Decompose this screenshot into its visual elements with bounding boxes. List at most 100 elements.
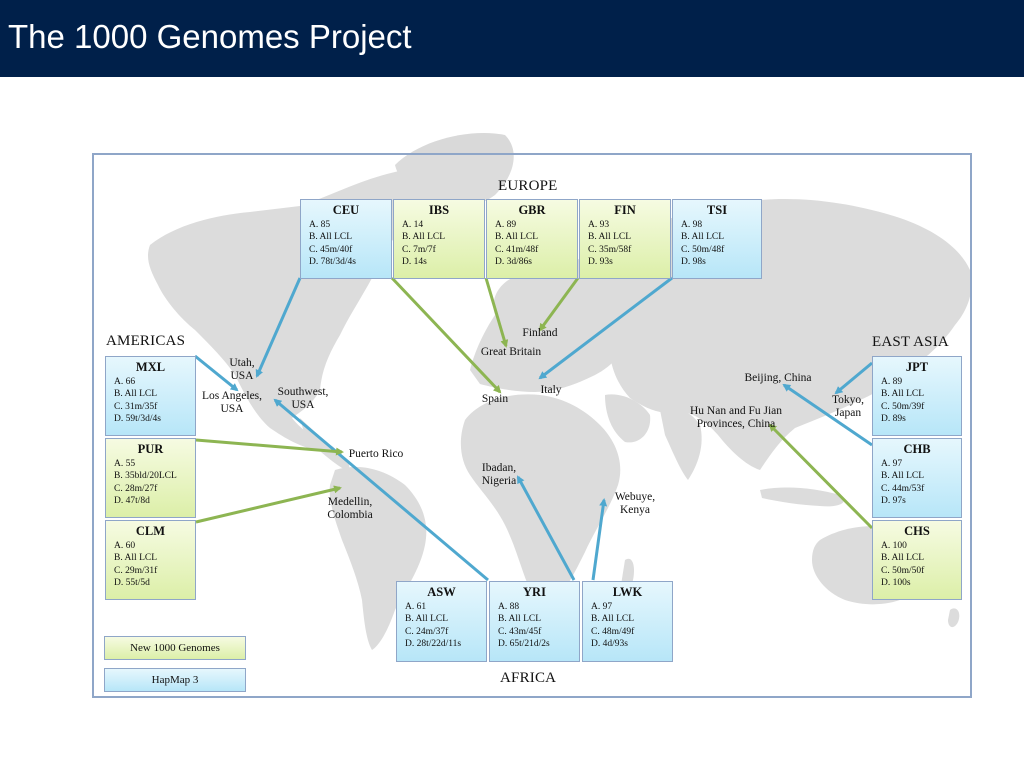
- pop-line: B. All LCL: [309, 232, 353, 243]
- arrow-fin-finland: [538, 277, 580, 332]
- place-line: Hu Nan and Fu Jian: [690, 405, 782, 417]
- arrow-ibs-spain: [390, 276, 502, 394]
- pop-code: LWK: [612, 585, 643, 599]
- pop-line: C. 7m/7f: [402, 244, 436, 255]
- arabia: [605, 394, 651, 443]
- arrow-jpt-tokyo: [834, 361, 873, 395]
- pop-line: A. 89: [881, 377, 903, 387]
- pop-line: D. 100s: [881, 577, 911, 588]
- pop-code: MXL: [135, 360, 166, 374]
- pop-line: D. 78t/3d/4s: [309, 256, 356, 267]
- arrow-clm-medellin: [195, 485, 342, 524]
- place-line: USA: [230, 369, 254, 382]
- region-africa: AFRICA: [500, 670, 557, 686]
- pop-box-asw: ASW A. 61 B. All LCL C. 24m/37f D. 28t/2…: [396, 581, 487, 662]
- place-line: Kenya: [619, 503, 650, 516]
- pop-line: D. 98s: [681, 256, 706, 267]
- pop-box-tsi: TSI A. 98 B. All LCL C. 50m/48f D. 98s: [672, 199, 762, 279]
- pop-line: C. 50m/48f: [681, 244, 725, 255]
- place-line: Los Angeles,: [201, 390, 263, 402]
- arrow-ceu-utah: [255, 277, 302, 378]
- pop-line: A. 88: [498, 602, 520, 612]
- pop-line: B. All LCL: [114, 553, 158, 564]
- pop-box-ibs: IBS A. 14 B. All LCL C. 7m/7f D. 14s: [393, 199, 485, 279]
- pop-line: D. 3d/86s: [495, 256, 532, 267]
- pop-line: A. 66: [114, 377, 136, 387]
- arrow-asw-southwest: [273, 398, 489, 582]
- pop-line: A. 97: [591, 602, 613, 612]
- place-line: Japan: [834, 406, 862, 419]
- place-line: Puerto Rico: [348, 448, 404, 460]
- pop-line: D. 59t/3d/4s: [114, 413, 161, 424]
- place-line: Ibadan,: [481, 462, 517, 474]
- continent-south-america: [329, 466, 427, 650]
- place-great-britain: Great Britain: [472, 346, 550, 359]
- pop-line: A. 97: [881, 459, 903, 469]
- region-americas: AMERICAS: [106, 333, 186, 349]
- pop-box-chs: CHS A. 100 B. All LCL C. 50m/50f D. 100s: [872, 520, 962, 600]
- pop-line: D. 65t/21d/2s: [498, 638, 550, 649]
- continent-europe: [470, 257, 629, 392]
- place-utah: Utah, USA: [220, 357, 264, 382]
- pop-line: B. All LCL: [881, 553, 925, 564]
- place-webuye: Webuye, Kenya: [606, 491, 664, 516]
- pop-box-jpt: JPT A. 89 B. All LCL C. 50m/39f D. 89s: [872, 356, 962, 436]
- place-finland: Finland: [516, 327, 564, 340]
- pop-code: CHB: [903, 442, 931, 456]
- legend-hapmap-3: HapMap 3: [104, 668, 246, 692]
- pop-code: IBS: [428, 203, 450, 217]
- pop-line: A. 14: [402, 220, 424, 230]
- arrow-chs-hunan: [768, 423, 874, 530]
- region-europe: EUROPE: [498, 178, 558, 194]
- pop-box-gbr: GBR A. 89 B. All LCL C. 41m/48f D. 3d/86…: [486, 199, 578, 279]
- region-east-asia: EAST ASIA: [872, 334, 949, 350]
- pop-line: B. All LCL: [495, 232, 539, 243]
- pop-code: YRI: [523, 585, 546, 599]
- pop-line: A. 60: [114, 541, 136, 551]
- place-puerto-rico: Puerto Rico: [340, 448, 412, 461]
- pop-line: C. 31m/35f: [114, 401, 158, 412]
- place-line: Italy: [540, 384, 562, 396]
- pop-line: D. 89s: [881, 413, 906, 424]
- pop-line: D. 47t/8d: [114, 495, 150, 506]
- pop-line: A. 85: [309, 220, 331, 230]
- pop-code: PUR: [137, 442, 164, 456]
- pop-line: C. 43m/45f: [498, 626, 542, 637]
- pop-line: B. All LCL: [114, 389, 158, 400]
- place-tokyo: Tokyo, Japan: [826, 394, 870, 419]
- place-hunan: Hu Nan and Fu Jian Provinces, China: [676, 405, 796, 430]
- place-medellin: Medellin, Colombia: [318, 496, 382, 521]
- pop-line: B. All LCL: [588, 232, 632, 243]
- place-italy: Italy: [536, 384, 566, 397]
- pop-line: B. All LCL: [881, 389, 925, 400]
- pop-line: B. All LCL: [681, 232, 725, 243]
- pop-code: ASW: [427, 585, 456, 599]
- pop-box-pur: PUR A. 55 B. 35bld/20LCL C. 28m/27f D. 4…: [105, 438, 196, 518]
- pop-line: B. All LCL: [402, 232, 446, 243]
- pop-line: A. 55: [114, 459, 136, 469]
- place-los-angeles: Los Angeles, USA: [196, 390, 268, 415]
- pop-line: C. 41m/48f: [495, 244, 539, 255]
- pop-line: D. 4d/93s: [591, 638, 628, 649]
- pop-line: D. 93s: [588, 256, 613, 267]
- pop-line: A. 98: [681, 220, 703, 230]
- greenland: [395, 133, 514, 208]
- pop-line: B. 35bld/20LCL: [114, 471, 177, 482]
- pop-box-lwk: LWK A. 97 B. All LCL C. 48m/49f D. 4d/93…: [582, 581, 673, 662]
- pop-line: C. 50m/39f: [881, 401, 925, 412]
- place-line: Spain: [481, 393, 509, 405]
- place-line: Utah,: [229, 357, 255, 369]
- place-southwest: Southwest, USA: [268, 386, 338, 411]
- arrow-yri-ibadan: [516, 475, 576, 581]
- pop-line: B. All LCL: [498, 614, 542, 625]
- pop-code: CLM: [135, 524, 166, 538]
- pop-code: CEU: [332, 203, 360, 217]
- title-bar: The 1000 Genomes Project: [0, 0, 1024, 77]
- place-line: Medellin,: [327, 496, 373, 508]
- india: [660, 408, 702, 480]
- indonesia: [760, 487, 844, 507]
- pop-line: A. 61: [405, 602, 427, 612]
- legend-new-1000-genomes: New 1000 Genomes: [104, 636, 246, 660]
- slide-title: The 1000 Genomes Project: [8, 18, 412, 55]
